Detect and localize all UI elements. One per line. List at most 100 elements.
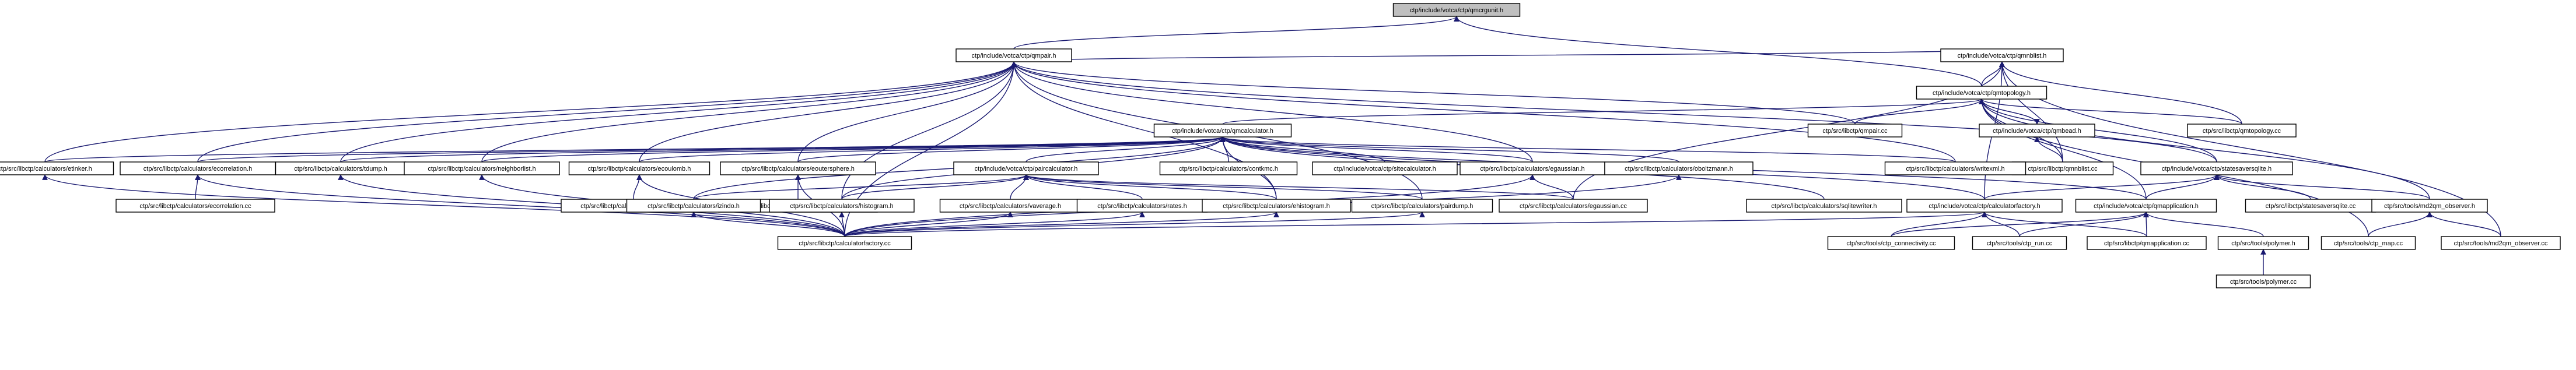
node-label: ctp/src/tools/md2qm_observer.cc (2454, 240, 2548, 247)
edge-qmapplication-cc-to-calcfactory-h (1982, 212, 2147, 237)
edge-neighborlist-h-to-qmcalculator-h (481, 136, 1226, 163)
edge-egaussian-cc-to-paircalculator-h (1023, 174, 1574, 200)
node-label: ctp/src/libctp/calculators/histogram.h (790, 203, 893, 210)
node-etinker-h[interactable]: ctp/src/libctp/calculators/etinker.h (0, 161, 114, 175)
node-ctp-map-cc[interactable]: ctp/src/tools/ctp_map.cc (2320, 236, 2416, 250)
node-writexml-h[interactable]: ctp/src/libctp/calculators/writexml.h (1884, 161, 2027, 175)
node-box (2320, 236, 2416, 250)
edge-rates-h-to-paircalculator-h (1023, 174, 1143, 200)
edge-ecoulomb-h-to-qmcalculator-h (639, 136, 1226, 163)
edge-ctp-map-cc-to-md2qm-h (2368, 212, 2432, 237)
node-label: ctp/src/libctp/calculators/vaverage.h (960, 203, 1061, 210)
node-izindo-h[interactable]: ctp/src/libctp/calculators/izindo.h (626, 199, 761, 213)
node-qmgrid[interactable]: ctp/include/votca/ctp/qmcrgunit.h (1392, 3, 1521, 17)
node-qmpair-h[interactable]: ctp/include/votca/ctp/qmpair.h (956, 48, 1072, 62)
node-box (626, 199, 761, 213)
edge-calcfactory-h-to-statesaver-h (1984, 174, 2220, 200)
node-paircalculator-h[interactable]: ctp/include/votca/ctp/paircalculator.h (953, 161, 1099, 175)
node-egaussian-cc[interactable]: ctp/src/libctp/calculators/egaussian.cc (1499, 199, 1648, 213)
node-label: ctp/src/libctp/statesaversqlite.cc (2266, 203, 2356, 210)
edge-md2qm-h-to-statesaver-h (2214, 174, 2430, 200)
node-label: ctp/include/votca/ctp/qmnblist.h (1958, 52, 2047, 59)
node-box (1827, 236, 1955, 250)
edge-calcfactory-cc-to-rates-h (844, 212, 1145, 237)
node-qmbead-h[interactable]: ctp/include/votca/ctp/qmbead.h (1979, 124, 2095, 138)
node-oboltzmann-h[interactable]: ctp/src/libctp/calculators/oboltzmann.h (1604, 161, 1754, 175)
edge-calcfactory-cc-to-izindo-h (691, 212, 845, 237)
edge-calcfactory-cc-to-histogram-h (839, 212, 845, 237)
node-box (1153, 124, 1292, 138)
node-vaverage-h[interactable]: ctp/src/libctp/calculators/vaverage.h (939, 199, 1082, 213)
node-polymer-cc[interactable]: ctp/src/tools/polymer.cc (2216, 274, 2311, 288)
node-label: ctp/src/libctp/calculators/rates.h (1097, 203, 1186, 210)
edge-qmtopology-h-to-qmgrid (1454, 16, 1982, 87)
node-box (1884, 161, 2027, 175)
node-qmpair-cc[interactable]: ctp/src/libctp/qmpair.cc (1807, 124, 1903, 138)
node-eoutersphere-h[interactable]: ctp/src/libctp/calculators/eoutersphere.… (720, 161, 876, 175)
node-ctp-run-cc[interactable]: ctp/src/tools/ctp_run.cc (1972, 236, 2067, 250)
node-ecorrelation-h[interactable]: ctp/src/libctp/calculators/ecorrelation.… (120, 161, 276, 175)
node-box (116, 199, 275, 213)
node-label: ctp/include/votca/ctp/qmapplication.h (2094, 203, 2199, 210)
node-qmtopology-h[interactable]: ctp/include/votca/ctp/qmtopology.h (1916, 86, 2048, 100)
node-layer: ctp/include/votca/ctp/qmcrgunit.h ctp/inc… (0, 3, 2561, 288)
node-pairdump-h[interactable]: ctp/src/libctp/calculators/pairdump.h (1351, 199, 1493, 213)
edge-qmtopology-cc-to-qmnblist-h (1999, 61, 2242, 125)
node-label: ctp/src/libctp/calculators/egaussian.cc (1520, 203, 1628, 210)
node-box (956, 48, 1072, 62)
edge-qmcalculator-h-to-qmtopology-h (1222, 98, 1985, 125)
node-statesaver-h[interactable]: ctp/include/votca/ctp/statesaversqlite.h (2140, 161, 2293, 175)
edge-calcfactory-cc-to-ehistogram-h (844, 212, 1279, 237)
edge-neighborlist-h-to-qmpair-h (481, 61, 1017, 163)
node-label: ctp/src/libctp/calculators/ecorrelation.… (139, 203, 251, 210)
node-neighborlist-h[interactable]: ctp/src/libctp/calculators/neighborlist.… (404, 161, 560, 175)
node-md2qm-h[interactable]: ctp/src/tools/md2qm_observer.h (2371, 199, 2488, 213)
node-box (953, 161, 1099, 175)
edge-oboltzmann-h-to-qmcalculator-h (1220, 136, 1679, 163)
node-ctp-connectivity-cc[interactable]: ctp/src/tools/ctp_connectivity.cc (1827, 236, 1955, 250)
node-polymer-h[interactable]: ctp/src/tools/polymer.h (2217, 236, 2309, 250)
node-qmnblist-h[interactable]: ctp/include/votca/ctp/qmnblist.h (1940, 48, 2064, 62)
node-box (1312, 161, 1458, 175)
node-ecorrelation-cc[interactable]: ctp/src/libctp/calculators/ecorrelation.… (116, 199, 275, 213)
node-label: ctp/src/libctp/qmapplication.cc (2104, 240, 2190, 247)
node-box (1979, 124, 2095, 138)
node-calcfactory-h[interactable]: ctp/include/votca/ctp/calculatorfactory.… (1906, 199, 2063, 213)
node-tdump-h[interactable]: ctp/src/libctp/calculators/tdump.h (275, 161, 407, 175)
node-label: ctp/src/libctp/calculators/neighborlist.… (428, 165, 536, 172)
edge-writexml-h-to-qmcalculator-h (1220, 136, 1956, 163)
node-sqlitewriter-h[interactable]: ctp/src/libctp/calculators/sqlitewriter.… (1746, 199, 1902, 213)
node-box (1807, 124, 1903, 138)
edge-layer (42, 16, 2501, 275)
node-contkmc-h[interactable]: ctp/src/libctp/calculators/contkmc.h (1159, 161, 1298, 175)
edge-md2qm-h-to-qmtopology-h (1979, 98, 2430, 200)
node-box (404, 161, 560, 175)
node-ehistogram-h[interactable]: ctp/src/libctp/calculators/ehistogram.h (1202, 199, 1351, 213)
node-box (2187, 124, 2297, 138)
node-rates-h[interactable]: ctp/src/libctp/calculators/rates.h (1076, 199, 1208, 213)
node-statesaver-cc[interactable]: ctp/src/libctp/statesaversqlite.cc (2245, 199, 2376, 213)
edge-etinker-h-to-qmcalculator-h (44, 136, 1226, 163)
edge-statesaver-h-to-qmpair-h (1011, 61, 2217, 163)
node-ecoulomb-h[interactable]: ctp/src/libctp/calculators/ecoulomb.h (568, 161, 710, 175)
node-qmcalculator-h[interactable]: ctp/include/votca/ctp/qmcalculator.h (1153, 124, 1292, 138)
node-label: ctp/src/tools/md2qm_observer.h (2384, 203, 2475, 210)
node-calcfactory-cc[interactable]: ctp/src/libctp/calculatorfactory.cc (777, 236, 912, 250)
edge-ehistogram-h-to-paircalculator-h (1023, 174, 1277, 200)
node-qmapplication-cc[interactable]: ctp/src/libctp/qmapplication.cc (2087, 236, 2207, 250)
node-label: ctp/include/votca/ctp/qmbead.h (1993, 128, 2081, 135)
node-egaussian-h[interactable]: ctp/src/libctp/calculators/egaussian.h (1460, 161, 1605, 175)
edge-statesaver-cc-to-statesaver-h (2214, 174, 2311, 200)
node-qmnblist-cc[interactable]: ctp/src/libctp/qmnblist.cc (2011, 161, 2114, 175)
node-box (2217, 236, 2309, 250)
node-sitecalculator-h[interactable]: ctp/include/votca/ctp/sitecalculator.h (1312, 161, 1458, 175)
node-qmapplication-h[interactable]: ctp/include/votca/ctp/qmapplication.h (2075, 199, 2217, 213)
node-label: ctp/src/libctp/calculators/ecoulomb.h (588, 165, 691, 172)
node-label: ctp/src/tools/ctp_map.cc (2334, 240, 2403, 247)
node-histogram-h[interactable]: ctp/src/libctp/calculators/histogram.h (769, 199, 915, 213)
edge-qmapplication-h-to-qmtopology-h (1979, 98, 2147, 200)
node-label: ctp/src/libctp/calculators/izindo.h (648, 203, 740, 210)
node-md2qm-cc[interactable]: ctp/src/tools/md2qm_observer.cc (2441, 236, 2561, 250)
node-qmtopology-cc[interactable]: ctp/src/libctp/qmtopology.cc (2187, 124, 2297, 138)
node-label: ctp/include/votca/ctp/calculatorfactory.… (1929, 203, 2040, 210)
